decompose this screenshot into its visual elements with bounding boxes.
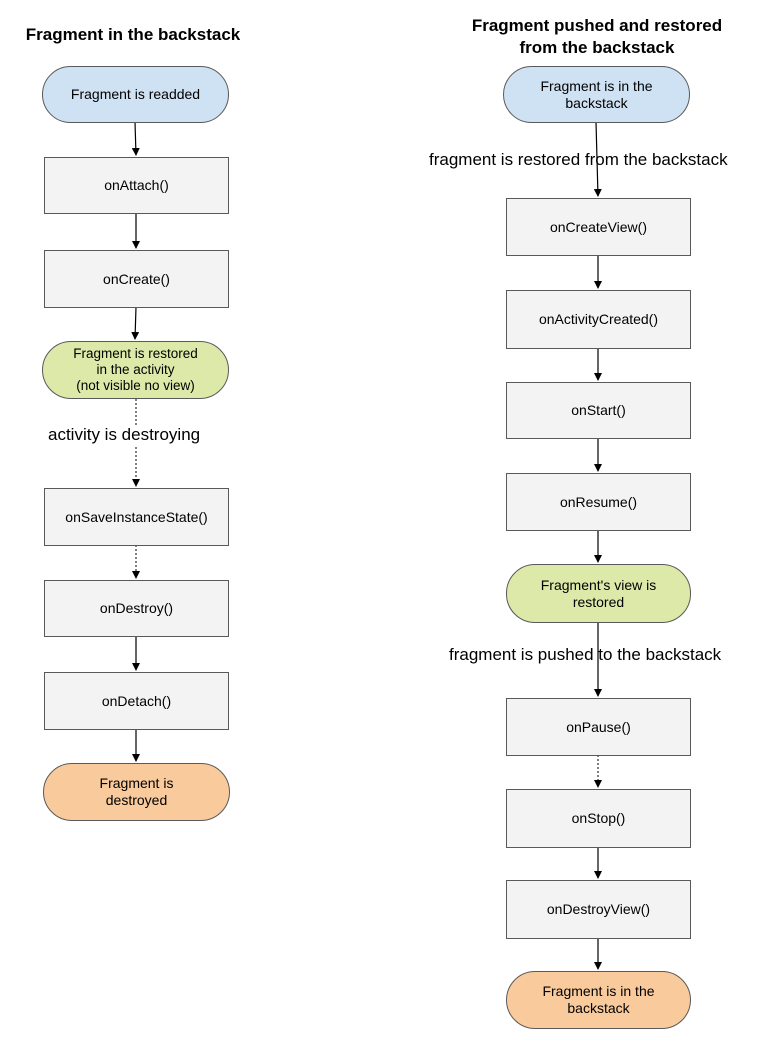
node-on-create: onCreate()	[44, 250, 229, 308]
node-on-attach: onAttach()	[44, 157, 229, 214]
node-fragment-in-backstack-start: Fragment is in the backstack	[503, 66, 690, 123]
node-fragment-readded: Fragment is readded	[42, 66, 229, 123]
node-on-create-view: onCreateView()	[506, 198, 691, 256]
node-fragment-in-backstack-end: Fragment is in the backstack	[506, 971, 691, 1029]
node-on-resume: onResume()	[506, 473, 691, 531]
node-on-detach: onDetach()	[44, 672, 229, 730]
label-restored-from-backstack: fragment is restored from the backstack	[429, 150, 728, 169]
node-on-destroy: onDestroy()	[44, 580, 229, 637]
label-activity-destroying: activity is destroying	[48, 425, 201, 445]
node-on-start: onStart()	[506, 382, 691, 439]
node-fragment-view-restored: Fragment's view is restored	[506, 564, 691, 623]
node-on-pause: onPause()	[506, 698, 691, 756]
edge-readded-attach	[131, 121, 140, 156]
edge-backstack-createview	[593, 121, 602, 197]
left-title: Fragment in the backstack	[25, 25, 241, 44]
node-on-save-instance-state: onSaveInstanceState()	[44, 488, 229, 546]
edge-create-restored	[131, 306, 140, 340]
node-on-activity-created: onActivityCreated()	[506, 290, 691, 349]
node-fragment-destroyed: Fragment is destroyed	[43, 763, 230, 821]
node-fragment-restored-in-activity: Fragment is restored in the activity (no…	[42, 341, 229, 399]
label-pushed-to-backstack: fragment is pushed to the backstack	[449, 645, 722, 664]
right-title: Fragment pushed and restored from the ba…	[471, 16, 723, 57]
node-on-destroy-view: onDestroyView()	[506, 880, 691, 939]
node-on-stop: onStop()	[506, 789, 691, 848]
